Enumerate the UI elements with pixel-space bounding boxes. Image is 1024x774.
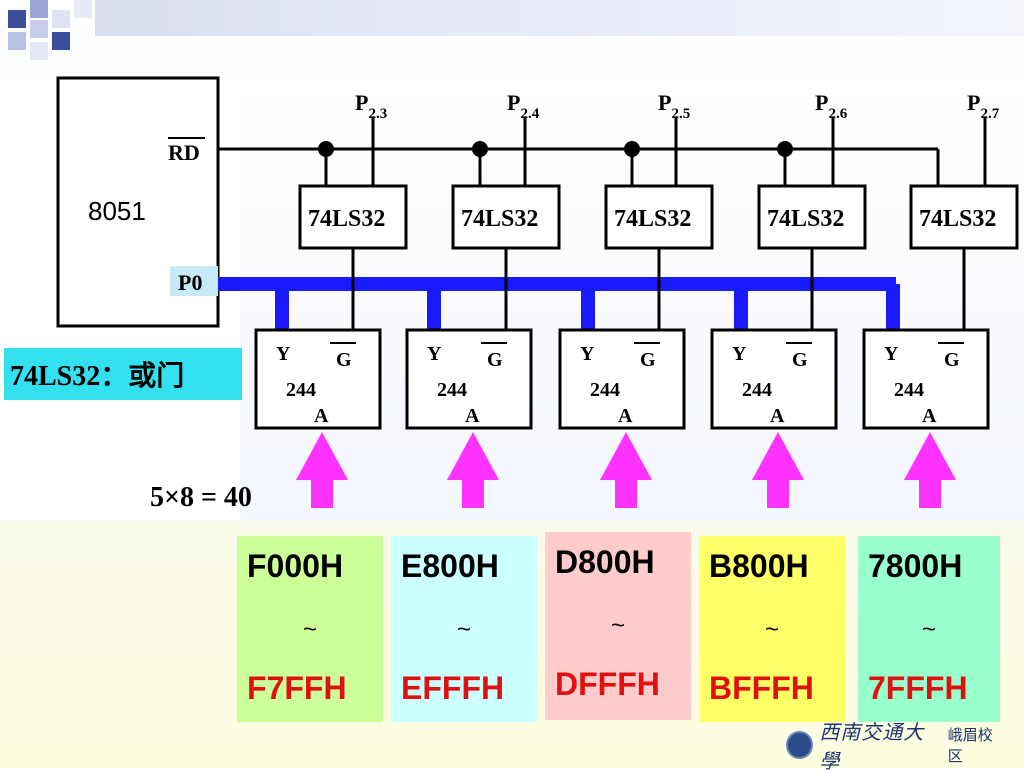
address-end: EFFFH (401, 670, 505, 706)
port-label: P2.6 (815, 90, 848, 122)
or-gate-box (757, 184, 867, 250)
buffer-g-label: G (336, 349, 352, 371)
buffer-a-label: A (770, 405, 785, 427)
buffer-a-label: A (618, 405, 633, 427)
buffer-244-box (710, 328, 838, 430)
or-gate-label: 74LS32 (461, 206, 538, 232)
buffer-244-box (254, 328, 382, 430)
address-range-box: B800H ~ BFFFH (699, 536, 845, 722)
or-gate-box (909, 184, 1019, 250)
buffer-a-label: A (465, 405, 480, 427)
address-start: D800H (555, 544, 655, 580)
address-separator: ~ (764, 616, 779, 643)
university-logo: 西南交通大學 峨眉校区 (786, 720, 1006, 773)
buffer-244-box (862, 328, 990, 430)
input-arrow (752, 432, 804, 508)
address-start: E800H (401, 548, 499, 584)
address-range-box: F000H ~ F7FFH (237, 536, 383, 722)
address-start: 7800H (868, 548, 963, 584)
address-range-box: D800H ~ DFFFH (545, 532, 691, 720)
corner-decoration (0, 0, 95, 60)
buffer-number: 244 (286, 379, 316, 401)
buffer-number: 244 (742, 379, 772, 401)
or-gate-label: 74LS32 (308, 206, 385, 232)
buffer-y-label: Y (427, 343, 442, 365)
buffer-y-label: Y (884, 343, 899, 365)
buffer-number: 244 (894, 379, 924, 401)
rd-label: RD (168, 140, 200, 165)
address-start: F000H (247, 548, 344, 584)
or-gate-label: 74LS32 (614, 206, 691, 232)
address-end: 7FFFH (868, 670, 968, 706)
input-arrow (447, 432, 499, 508)
input-arrow (296, 432, 348, 508)
address-end: BFFFH (709, 670, 814, 706)
buffer-number: 244 (590, 379, 620, 401)
buffer-y-label: Y (580, 343, 595, 365)
or-gate-box (604, 184, 714, 250)
address-end: DFFFH (555, 666, 660, 702)
address-end: F7FFH (247, 670, 347, 706)
address-separator: ~ (302, 616, 317, 643)
port-label: P2.3 (355, 90, 387, 122)
address-separator: ~ (610, 612, 625, 639)
buffer-244-box (405, 328, 533, 430)
address-range-box: 7800H ~7FFFH (858, 536, 1000, 722)
address-separator: ~ (921, 616, 936, 643)
buffer-a-label: A (922, 405, 937, 427)
input-arrow (904, 432, 956, 508)
port-label: P2.4 (507, 90, 540, 122)
input-arrow (600, 432, 652, 508)
buffer-y-label: Y (276, 343, 291, 365)
buffer-244-box (558, 328, 686, 430)
gate-note: 74LS32：或门 (4, 348, 242, 400)
p0-box (170, 266, 218, 296)
buffer-g-label: G (792, 349, 808, 371)
p0-label: P0 (178, 270, 202, 295)
or-gate-label: 74LS32 (919, 206, 996, 232)
address-range-box: E800H ~ EFFFH (391, 536, 537, 722)
or-gate-label: 74LS32 (767, 206, 844, 232)
logo-subtext: 峨眉校区 (947, 726, 993, 765)
title-bar-decoration (95, 0, 1024, 36)
buffer-g-label: G (487, 349, 503, 371)
buffer-y-label: Y (732, 343, 747, 365)
formula: 5×8 = 40 (150, 482, 252, 513)
buffer-g-label: G (640, 349, 656, 371)
address-separator: ~ (456, 616, 471, 643)
chip-8051-box (56, 76, 220, 328)
seal-icon (786, 731, 814, 759)
chip-name: 8051 (88, 196, 146, 226)
buffer-a-label: A (314, 405, 329, 427)
buffer-number: 244 (437, 379, 467, 401)
address-start: B800H (709, 548, 809, 584)
buffer-g-label: G (944, 349, 960, 371)
or-gate-box (298, 184, 408, 250)
port-label: P2.7 (967, 90, 1000, 122)
port-label: P2.5 (658, 90, 690, 122)
logo-text: 西南交通大學 (819, 720, 925, 773)
